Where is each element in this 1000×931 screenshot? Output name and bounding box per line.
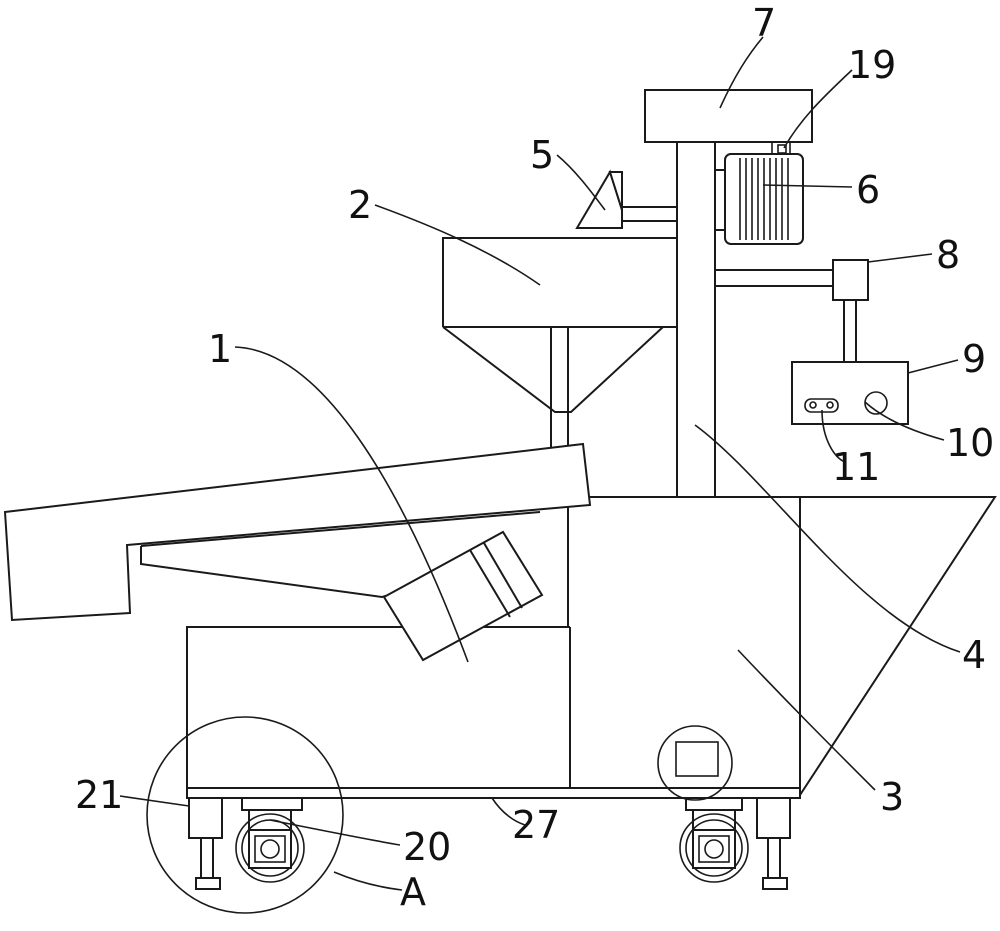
vibrator-motor: [382, 530, 544, 662]
detail-circle-small: [657, 725, 733, 801]
label-6: 6: [856, 168, 880, 212]
inspection-box: [675, 741, 719, 777]
left-support-leg: [188, 797, 223, 890]
central-column: [676, 116, 716, 497]
feed-chute: [575, 169, 678, 229]
motor: [714, 153, 804, 245]
detail-circle-a: [146, 716, 344, 914]
top-plate: [644, 89, 813, 143]
label-21: 21: [75, 773, 123, 817]
lower-box: [186, 626, 571, 788]
hopper: [442, 237, 677, 628]
label-20: 20: [403, 825, 451, 869]
leader-lines: [119, 36, 961, 891]
label-2: 2: [348, 183, 372, 227]
label-7: 7: [752, 1, 776, 45]
left-wheel-assembly: [235, 797, 305, 883]
clamp-block: [832, 259, 869, 301]
label-11: 11: [832, 445, 880, 489]
part-labels: 1 2 3 4 5 6 7 8 9 10 11 19 20 21 27 A: [75, 1, 994, 914]
tank-body: [570, 496, 997, 796]
label-5: 5: [530, 133, 554, 177]
label-19: 19: [848, 43, 896, 87]
label-4: 4: [962, 633, 986, 677]
bracket-arm: [715, 259, 869, 362]
label-10: 10: [946, 421, 994, 465]
right-support-leg: [756, 797, 791, 890]
base-beam: [186, 787, 801, 799]
label-a: A: [400, 870, 426, 914]
control-box: [791, 361, 909, 425]
label-8: 8: [936, 233, 960, 277]
label-27: 27: [512, 803, 560, 847]
label-1: 1: [208, 327, 232, 371]
label-3: 3: [880, 775, 904, 819]
label-9: 9: [962, 337, 986, 381]
right-wheel-assembly: [679, 797, 749, 883]
